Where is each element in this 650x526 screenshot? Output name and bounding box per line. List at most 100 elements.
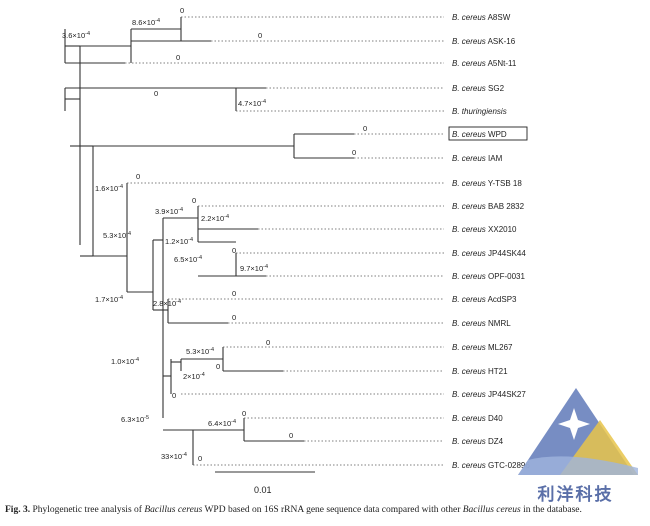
taxon-strain: JP44SK44 [486,249,527,258]
branch-length-label: 2.2×10-4 [201,214,229,223]
taxon-label: B. cereus WPD [452,130,507,139]
taxon-genus: B. cereus [452,13,486,22]
branch-length-label: 2×10-4 [183,372,205,381]
branch-zero-label: 0 [192,196,196,205]
taxon-strain: DZ4 [486,437,504,446]
branch-zero-label: 0 [266,338,270,347]
branch-length-label: 1.6×10-4 [95,184,123,193]
branch-zero-label: 0 [352,148,356,157]
taxon-strain: NMRL [486,319,511,328]
branch-zero-label: 0 [176,53,180,62]
branch-length-label: 33×10-4 [161,452,187,461]
branch-length-label: 8.6×10-4 [132,18,160,27]
branch-length-label: 3.6×10-4 [62,31,90,40]
taxon-strain: IAM [486,154,503,163]
taxon-strain: JP44SK27 [486,390,527,399]
watermark-mountain-icon [518,388,638,475]
caption-genus-2: Bacillus cereus [462,505,521,515]
taxon-genus: B. cereus [452,154,486,163]
taxon-label: B. cereus SG2 [452,84,505,93]
taxon-label: B. cereus HT21 [452,367,508,376]
taxon-genus: B. cereus [452,295,486,304]
taxon-genus: B. cereus [452,249,486,258]
taxon-genus: B. cereus [452,59,486,68]
taxon-strain: Y-TSB 18 [486,179,523,188]
branch-length-label: 4.7×10-4 [238,99,266,108]
taxon-strain: A8SW [486,13,511,22]
taxon-label: B. cereus XX2010 [452,225,517,234]
caption-text-3: in the database. [520,505,582,515]
branch-zero-label: 0 [289,431,293,440]
taxon-genus: B. cereus [452,437,486,446]
branch-length-label: 9.7×10-4 [240,264,268,273]
taxon-label: B. cereus OPF-0031 [452,272,525,281]
taxon-genus: B. cereus [452,414,486,423]
taxon-strain: D40 [486,414,503,423]
watermark-logo: 利洋科技 [508,380,643,505]
branch-zero-label: 0 [258,31,262,40]
taxon-label: B. cereus ASK-16 [452,37,516,46]
taxon-label: B. cereus NMRL [452,319,511,328]
branch-zero-label: 0 [363,124,367,133]
branch-zero-label: 0 [232,313,236,322]
branch-length-label: 5.3×10-4 [103,231,131,240]
branch-zero-label: 0 [216,362,220,371]
caption-genus-1: Bacillus cereus [144,505,203,515]
taxon-genus: B. cereus [452,390,486,399]
branch-length-label: 2.8×10-4 [153,299,181,308]
branch-length-label: 1.7×10-4 [95,295,123,304]
branch-length-label: 1.0×10-4 [111,357,139,366]
branch-length-label: 3.9×10-4 [155,207,183,216]
taxon-label: B. cereus DZ4 [452,437,504,446]
branch-length-label: 6.5×10-4 [174,255,202,264]
figure-caption: Fig. 3. Phylogenetic tree analysis of Ba… [5,505,645,515]
taxon-genus: B. cereus [452,343,486,352]
branch-zero-label: 0 [232,246,236,255]
taxon-label: B. cereus A5Nt-11 [452,59,517,68]
taxon-strain: A5Nt-11 [486,59,517,68]
taxon-label: B. cereus A8SW [452,13,511,22]
taxon-strain: ASK-16 [486,37,516,46]
taxon-strain: BAB 2832 [486,202,525,211]
taxon-strain: AcdSP3 [486,295,517,304]
taxon-genus: B. cereus [452,37,486,46]
branch-length-label: 5.3×10-4 [186,347,214,356]
taxon-label: B. thuringiensis [452,107,507,116]
highlight-box [448,126,528,141]
taxon-label: B. cereus BAB 2832 [452,202,525,211]
branch-zero-label: 0 [232,289,236,298]
taxon-label: B. cereus IAM [452,154,503,163]
taxon-label: B. cereus AcdSP3 [452,295,517,304]
taxon-label: B. cereus JP44SK27 [452,390,526,399]
scale-bar-label: 0.01 [254,485,272,495]
taxon-label: B. cereus JP44SK44 [452,249,526,258]
taxon-genus: B. cereus [452,319,486,328]
branch-length-label: 6.4×10-4 [208,419,236,428]
taxon-strain: ML267 [486,343,513,352]
branch-length-label: 6.3×10-5 [121,415,149,424]
branch-zero-label: 0 [198,454,202,463]
taxon-genus: B. thuringiensis [452,107,507,116]
caption-text-1: Phylogenetic tree analysis of [32,505,145,515]
caption-text-2: WPD based on 16S rRNA gene sequence data… [202,505,463,515]
branch-zero-label: 0 [154,89,158,98]
taxon-strain: SG2 [486,84,505,93]
taxon-genus: B. cereus [452,202,486,211]
taxon-strain: WPD [486,130,507,139]
branch-zero-label: 0 [136,172,140,181]
caption-label: Fig. 3. [5,505,31,515]
taxon-genus: B. cereus [452,84,486,93]
taxon-label: B. cereus Y-TSB 18 [452,179,522,188]
taxon-genus: B. cereus [452,367,486,376]
branch-zero-label: 0 [242,409,246,418]
taxon-strain: OPF-0031 [486,272,526,281]
branch-zero-label: 0 [180,6,184,15]
taxon-genus: B. cereus [452,179,486,188]
taxon-strain: GTC-02896 [486,461,531,470]
branch-zero-label: 0 [172,391,176,400]
taxon-label: B. cereus GTC-02896 [452,461,530,470]
taxon-genus: B. cereus [452,272,486,281]
taxon-strain: HT21 [486,367,508,376]
taxon-genus: B. cereus [452,225,486,234]
